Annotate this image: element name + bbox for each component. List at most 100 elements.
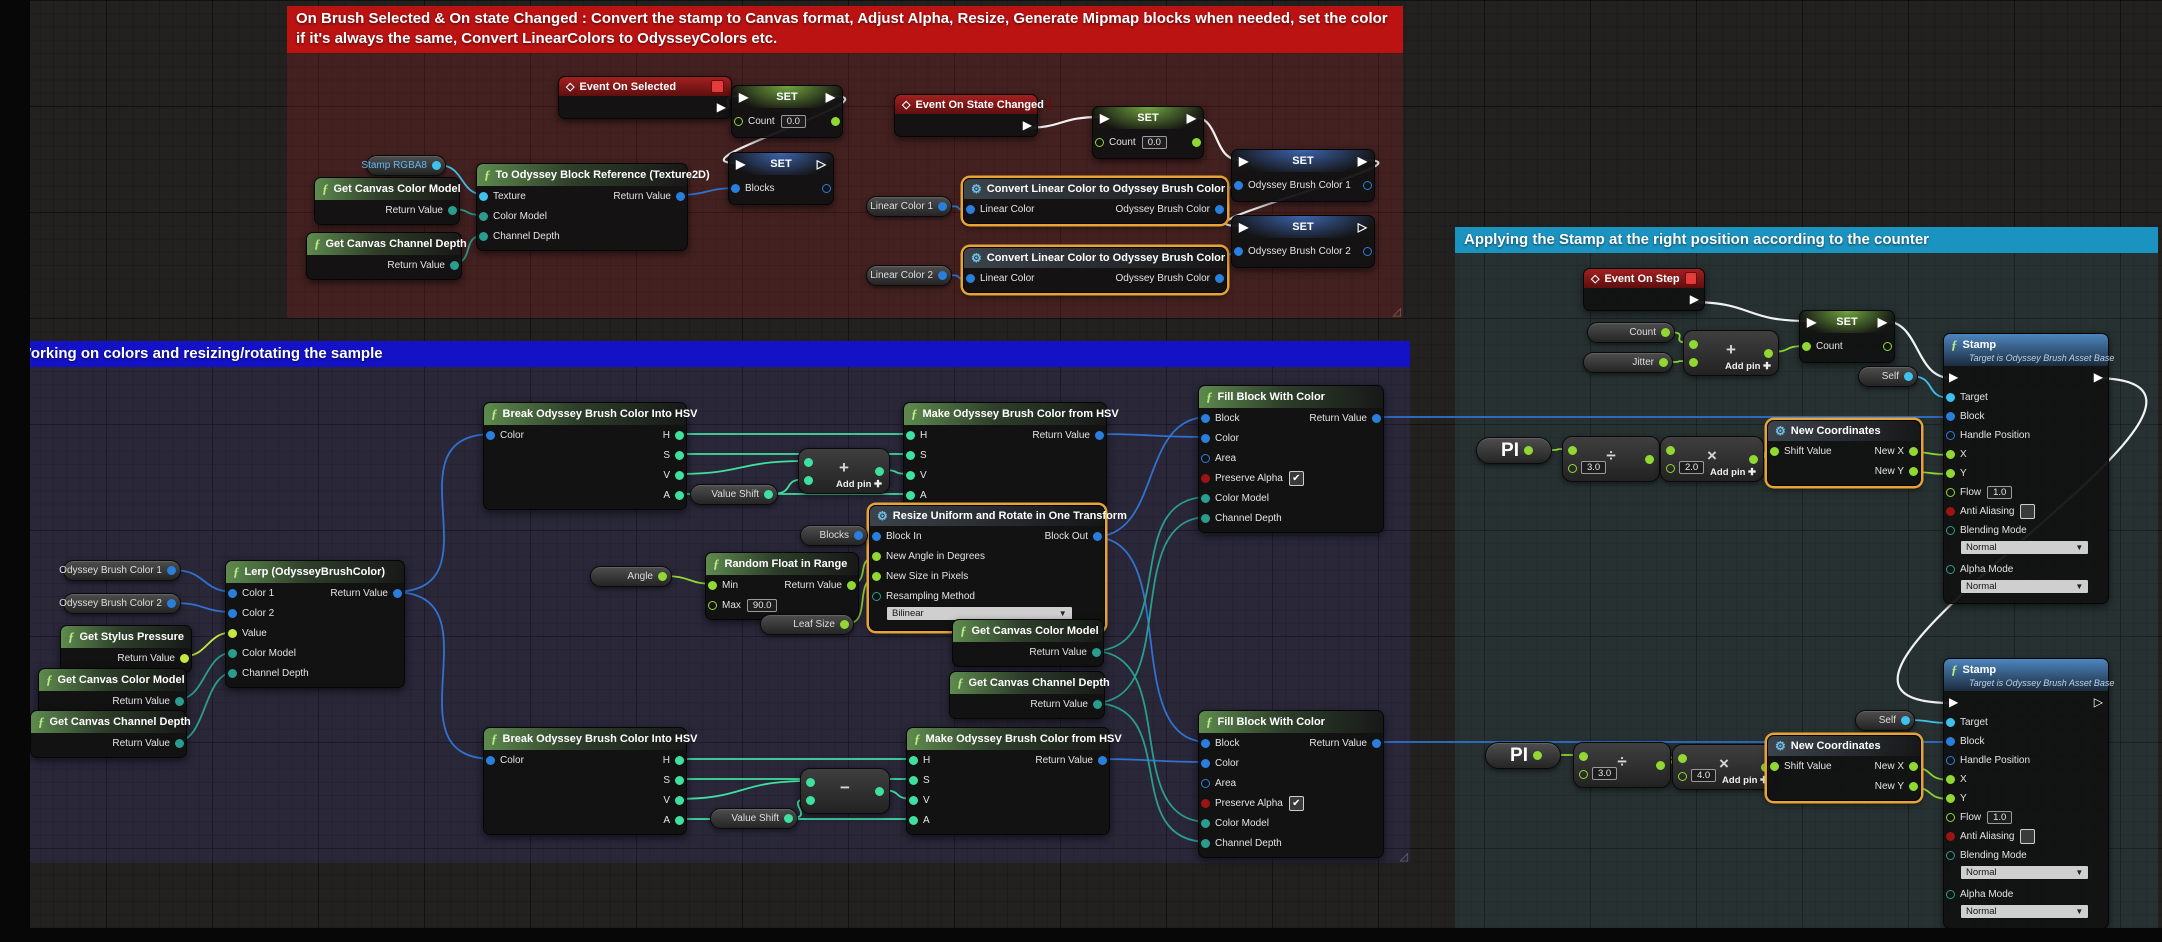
add-node-2[interactable]: +Add pin ✚ — [1683, 330, 1779, 376]
blue-pin[interactable] — [167, 599, 176, 608]
blue-pin[interactable] — [966, 204, 975, 214]
convert-linear-color-1-header[interactable]: ⚙Convert Linear Color to Odyssey Brush C… — [964, 179, 1226, 199]
spring-pin[interactable] — [909, 775, 918, 785]
value-box[interactable]: 3.0 — [1592, 767, 1618, 780]
cyan-pin[interactable] — [432, 161, 441, 170]
subtract-node[interactable]: − — [800, 768, 890, 814]
event-on-step-header[interactable]: ◇Event On Step — [1584, 269, 1704, 288]
pill-self-1[interactable]: Self — [1858, 366, 1918, 387]
green-pin[interactable] — [1764, 349, 1773, 358]
blue-pin[interactable] — [228, 588, 237, 598]
blue-pin[interactable] — [676, 191, 685, 201]
blue-pin[interactable] — [1363, 180, 1372, 190]
teal-pin[interactable] — [448, 205, 457, 215]
checkbox[interactable] — [2020, 504, 2036, 519]
event-on-state-changed-header[interactable]: ◇Event On State Changed — [895, 95, 1051, 114]
set-odyssey-brush-color-1-header[interactable]: ▶SET▶ — [1232, 150, 1374, 172]
new-coordinates-1-header[interactable]: ⚙New Coordinates — [1768, 421, 1920, 441]
divide-node-1[interactable]: 3.0÷ — [1562, 436, 1660, 482]
blue-pin[interactable] — [1093, 531, 1102, 541]
green-pin[interactable] — [1689, 340, 1698, 349]
pill-value-shift-1[interactable]: Value Shift — [690, 484, 778, 505]
exec-pin[interactable]: ▶ — [1100, 111, 1110, 125]
spring-pin[interactable] — [675, 775, 684, 785]
spring-pin[interactable] — [675, 815, 684, 825]
green-pin[interactable] — [872, 551, 881, 561]
spring-pin[interactable] — [906, 430, 915, 440]
cyan-pin[interactable] — [1946, 393, 1955, 402]
exec-pin[interactable]: ▶ — [1186, 111, 1196, 125]
add-pin-button[interactable]: Add pin ✚ — [1725, 361, 1771, 372]
set-blocks[interactable]: ▶SET▷Blocks — [728, 152, 834, 205]
green-pin[interactable] — [1661, 328, 1670, 337]
green-pin[interactable] — [1192, 137, 1201, 147]
teal-pin[interactable] — [1946, 890, 1955, 899]
comment-working-on-colors-resize-handle[interactable]: ◿ — [1399, 851, 1408, 863]
event-on-state-changed[interactable]: ◇Event On State Changed▶ — [894, 94, 1051, 137]
convert-linear-color-1[interactable]: ⚙Convert Linear Color to Odyssey Brush C… — [963, 178, 1227, 224]
teal-pin[interactable] — [872, 591, 881, 601]
green-pin[interactable] — [1523, 446, 1533, 455]
pill-count[interactable]: Count — [1587, 322, 1675, 343]
value-box[interactable]: 3.0 — [1581, 461, 1607, 474]
value-box[interactable]: 1.0 — [1987, 811, 2013, 824]
green-pin[interactable] — [1689, 358, 1698, 367]
spring-pin[interactable] — [675, 755, 684, 765]
blue-pin[interactable] — [1372, 738, 1381, 748]
value-box[interactable]: 0.0 — [1141, 135, 1167, 149]
spring-pin[interactable] — [804, 476, 813, 485]
green-pin[interactable] — [1770, 761, 1779, 771]
blue-pin[interactable] — [1946, 431, 1955, 440]
blue-pin[interactable] — [486, 430, 495, 440]
green-pin[interactable] — [1909, 761, 1918, 771]
green-pin[interactable] — [1946, 488, 1955, 497]
value-box[interactable]: 1.0 — [1987, 486, 2013, 499]
red-pin[interactable] — [1946, 507, 1955, 516]
add-node-1[interactable]: +Add pin ✚ — [798, 448, 890, 494]
blue-pin[interactable] — [938, 202, 947, 211]
multiply-node-2[interactable]: 4.0×Add pin ✚ — [1672, 744, 1776, 790]
green-pin[interactable] — [1946, 794, 1955, 803]
set-odyssey-brush-color-2[interactable]: ▶SET▷Odyssey Brush Color 2 — [1231, 215, 1375, 268]
teal-pin[interactable] — [175, 738, 184, 748]
cyan-pin[interactable] — [1946, 718, 1955, 727]
dropdown-alpha-mode[interactable]: Normal▼ — [1960, 579, 2090, 594]
spring-pin[interactable] — [909, 815, 918, 825]
pill-leaf-size[interactable]: Leaf Size — [760, 614, 854, 635]
green-pin[interactable] — [1532, 751, 1542, 760]
blue-pin[interactable] — [1372, 413, 1381, 423]
green-pin[interactable] — [1666, 464, 1675, 473]
blue-pin[interactable] — [228, 608, 237, 618]
exec-pin[interactable]: ▷ — [816, 157, 826, 171]
blue-pin[interactable] — [1201, 738, 1210, 748]
convert-linear-color-2[interactable]: ⚙Convert Linear Color to Odyssey Brush C… — [963, 247, 1227, 293]
value-box[interactable]: 90.0 — [746, 598, 778, 612]
set-count-3-header[interactable]: ▶SET▶ — [1800, 311, 1894, 333]
green-pin[interactable] — [658, 572, 667, 581]
dropdown-blending-mode[interactable]: Normal▼ — [1960, 540, 2090, 555]
green-pin[interactable] — [831, 116, 840, 126]
exec-pin[interactable]: ▶ — [1357, 154, 1367, 168]
exec-pin[interactable]: ▶ — [736, 157, 746, 171]
blue-pin[interactable] — [1234, 180, 1243, 190]
spring-pin[interactable] — [806, 796, 815, 805]
